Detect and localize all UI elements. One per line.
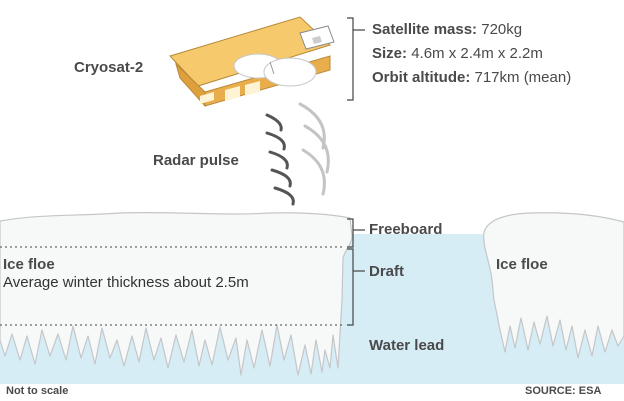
not-to-scale-note: Not to scale bbox=[6, 385, 69, 397]
satellite-name: Cryosat-2 bbox=[74, 59, 144, 76]
freeboard-bracket bbox=[347, 218, 365, 248]
specs-bracket bbox=[347, 17, 365, 101]
radar-pulse-arcs bbox=[265, 102, 330, 206]
ice-floe-left-caption: Average winter thickness about 2.5m bbox=[3, 274, 249, 291]
radar-pulse-label: Radar pulse bbox=[153, 152, 239, 169]
ice-floe-left-title: Ice floe bbox=[3, 256, 55, 273]
water-lead-label: Water lead bbox=[369, 337, 445, 354]
ice-floe-right bbox=[483, 212, 624, 359]
ice-floe-right-title: Ice floe bbox=[496, 256, 548, 273]
spec-orbit: Orbit altitude: 717km (mean) bbox=[372, 69, 571, 87]
freeboard-label: Freeboard bbox=[369, 221, 443, 238]
source-credit: SOURCE: ESA bbox=[525, 385, 602, 397]
draft-label: Draft bbox=[369, 263, 405, 280]
spec-size-label: Size: bbox=[372, 45, 408, 62]
draft-bracket bbox=[347, 248, 365, 326]
spec-orbit-value: 717km (mean) bbox=[474, 69, 572, 86]
ice-floe-left bbox=[0, 211, 353, 376]
spec-mass-label: Satellite mass: bbox=[372, 21, 478, 38]
spec-mass: Satellite mass: 720kg bbox=[372, 21, 522, 39]
spec-size: Size: 4.6m x 2.4m x 2.2m bbox=[372, 45, 543, 63]
spec-size-value: 4.6m x 2.4m x 2.2m bbox=[411, 45, 543, 62]
spec-orbit-label: Orbit altitude: bbox=[372, 69, 471, 86]
satellite-icon bbox=[169, 16, 335, 108]
spec-mass-value: 720kg bbox=[481, 21, 523, 38]
